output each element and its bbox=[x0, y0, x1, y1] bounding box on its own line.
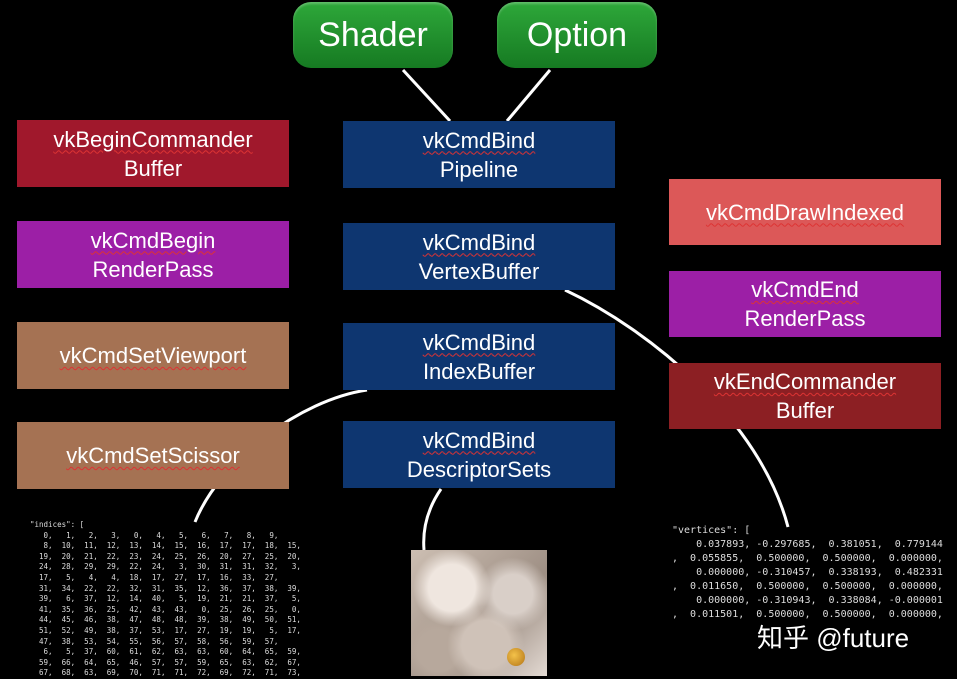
vkcmdendrenderpass-box: vkCmdEnd RenderPass bbox=[669, 271, 941, 337]
indices-listing: "indices": [ 0, 1, 2, 3, 0, 4, 5, 6, 7, … bbox=[30, 520, 301, 678]
box-line1: vkEndCommander bbox=[713, 369, 897, 394]
box-line1: vkCmdEnd bbox=[751, 277, 859, 302]
option-pill: Option bbox=[497, 2, 657, 68]
box-line2: Buffer bbox=[775, 398, 835, 423]
box-line1: vkCmdBind bbox=[422, 127, 536, 153]
box-line1: vkCmdBind bbox=[422, 427, 536, 453]
vkcmdsetviewport-box: vkCmdSetViewport bbox=[17, 322, 289, 389]
vkcmdbindvertexbuffer-box: vkCmdBind VertexBuffer bbox=[343, 223, 615, 290]
box-line1: vkCmdSetViewport bbox=[59, 343, 247, 368]
box-line1: vkCmdBind bbox=[422, 329, 536, 355]
shader-pill: Shader bbox=[293, 2, 453, 68]
shader-connector bbox=[401, 68, 452, 123]
vkcmddrawindexed-box: vkCmdDrawIndexed bbox=[669, 179, 941, 245]
texture-image bbox=[411, 550, 547, 676]
box-line1: vkBeginCommander bbox=[53, 126, 253, 152]
vkcmdbeginrenderpass-box: vkCmdBegin RenderPass bbox=[17, 221, 289, 288]
vkcmdbindindexbuffer-box: vkCmdBind IndexBuffer bbox=[343, 323, 615, 390]
option-connector bbox=[505, 69, 552, 122]
texture-coin-detail bbox=[507, 648, 525, 666]
box-line2: IndexBuffer bbox=[422, 358, 536, 384]
vkcmdbindpipeline-box: vkCmdBind Pipeline bbox=[343, 121, 615, 188]
box-line2: RenderPass bbox=[92, 256, 214, 282]
box-line2: DescriptorSets bbox=[406, 456, 552, 482]
vkbegincommandbuffer-box: vkBeginCommander Buffer bbox=[17, 120, 289, 187]
box-line2: Buffer bbox=[123, 155, 183, 181]
box-line1: vkCmdBegin bbox=[90, 227, 216, 253]
box-line2: VertexBuffer bbox=[418, 258, 540, 284]
vertices-listing: "vertices": [ 0.037893, -0.297685, 0.381… bbox=[672, 525, 943, 620]
vkcmdbinddescriptorsets-box: vkCmdBind DescriptorSets bbox=[343, 421, 615, 488]
box-line1: vkCmdBind bbox=[422, 229, 536, 255]
box-line1: vkCmdSetScissor bbox=[66, 443, 240, 468]
shader-label: Shader bbox=[318, 15, 428, 54]
descriptorsets-connector bbox=[422, 488, 443, 551]
box-line2: RenderPass bbox=[744, 306, 866, 331]
vkcmdsetscissor-box: vkCmdSetScissor bbox=[17, 422, 289, 489]
vkendcommandbuffer-box: vkEndCommander Buffer bbox=[669, 363, 941, 429]
watermark: 知乎 @future bbox=[757, 623, 910, 653]
box-line1: vkCmdDrawIndexed bbox=[705, 199, 905, 225]
option-label: Option bbox=[526, 15, 628, 54]
box-line2: Pipeline bbox=[439, 156, 519, 182]
